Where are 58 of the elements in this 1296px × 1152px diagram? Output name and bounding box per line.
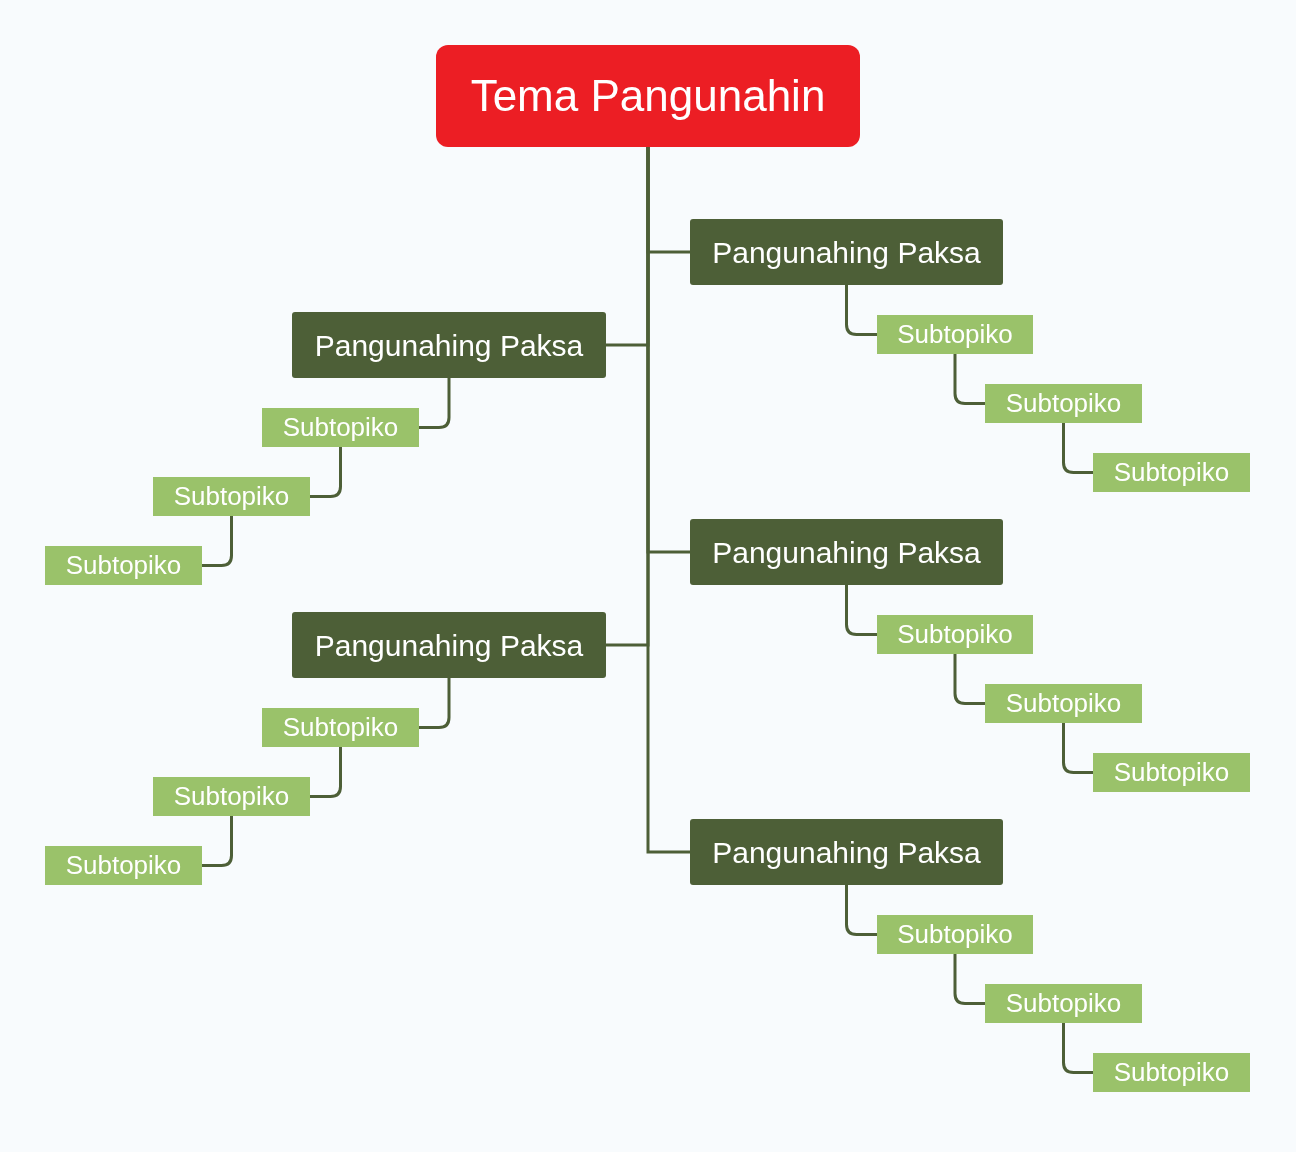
main-topic-label: Pangunahing Paksa	[712, 835, 981, 869]
main-topic-box	[292, 612, 606, 678]
central-topic-box	[436, 45, 860, 147]
subtopic-label: Subtopiko	[1113, 458, 1230, 487]
connector-line	[310, 747, 342, 798]
connector-line	[953, 654, 985, 705]
subtopic-box	[262, 408, 419, 447]
connector-line	[646, 147, 690, 854]
connector-line	[202, 516, 233, 567]
subtopic-label: Subtopiko	[173, 782, 290, 811]
main-topic-box	[292, 312, 606, 378]
subtopic-box	[877, 315, 1033, 354]
connector-line	[419, 678, 451, 729]
main-topic-label: Pangunahing Paksa	[712, 235, 981, 269]
subtopic-label: Subtopiko	[65, 851, 182, 880]
subtopic-box	[877, 915, 1033, 954]
subtopic-label: Subtopiko	[897, 620, 1013, 649]
connector-line	[1062, 423, 1093, 474]
main-topic-label: Pangunahing Paksa	[314, 328, 584, 362]
subtopic-box	[1093, 453, 1250, 492]
subtopic-box	[985, 984, 1142, 1023]
connector-line	[845, 885, 877, 936]
connector-line	[1062, 1023, 1093, 1074]
subtopic-box	[985, 684, 1142, 723]
subtopic-box	[985, 384, 1142, 423]
subtopic-label: Subtopiko	[1005, 989, 1122, 1018]
connector-line	[202, 816, 233, 867]
connector-line	[845, 585, 877, 636]
subtopic-box	[877, 615, 1033, 654]
subtopic-label: Subtopiko	[173, 482, 290, 511]
subtopic-box	[1093, 753, 1250, 792]
subtopic-box	[45, 846, 202, 885]
subtopic-label: Subtopiko	[897, 920, 1013, 949]
connector-line	[310, 447, 342, 498]
connector-line	[845, 285, 877, 336]
main-topic-label: Pangunahing Paksa	[314, 628, 584, 662]
subtopic-label: Subtopiko	[1005, 389, 1122, 418]
connector-line	[419, 378, 451, 429]
main-topic-box	[690, 219, 1003, 285]
subtopic-box	[153, 777, 310, 816]
connector-line	[1062, 723, 1093, 774]
subtopic-box	[1093, 1053, 1250, 1092]
subtopic-label: Subtopiko	[65, 551, 182, 580]
connector-line	[953, 954, 985, 1005]
connector-line	[953, 354, 985, 405]
subtopic-box	[262, 708, 419, 747]
subtopic-label: Subtopiko	[282, 413, 399, 442]
subtopic-box	[153, 477, 310, 516]
subtopic-label: Subtopiko	[1113, 758, 1230, 787]
main-topic-label: Pangunahing Paksa	[712, 535, 981, 569]
subtopic-label: Subtopiko	[1005, 689, 1122, 718]
subtopic-label: Subtopiko	[897, 320, 1013, 349]
main-topic-box	[690, 519, 1003, 585]
central-topic-label: Tema Pangunahin	[470, 71, 826, 121]
subtopic-label: Subtopiko	[1113, 1058, 1230, 1087]
subtopic-box	[45, 546, 202, 585]
main-topic-box	[690, 819, 1003, 885]
subtopic-label: Subtopiko	[282, 713, 399, 742]
